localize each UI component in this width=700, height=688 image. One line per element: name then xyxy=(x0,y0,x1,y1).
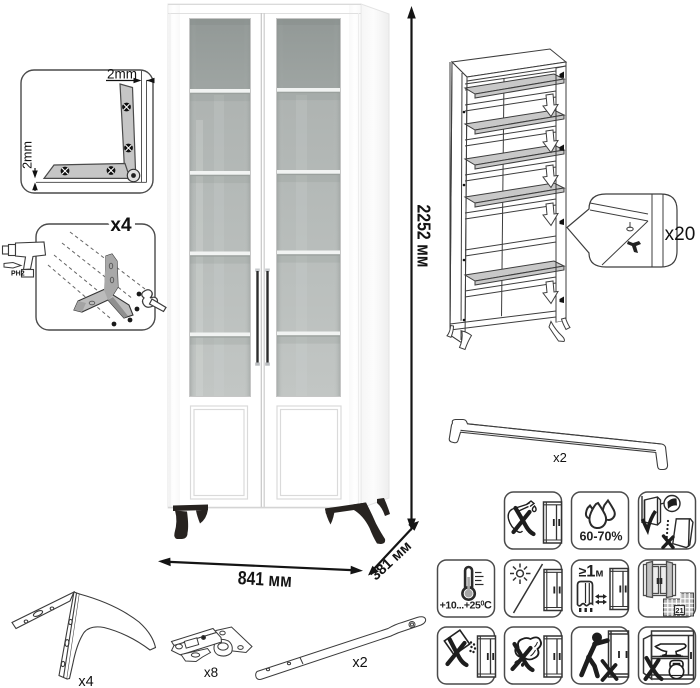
svg-text:x4: x4 xyxy=(110,215,132,236)
svg-text:x8: x8 xyxy=(204,665,218,680)
svg-text:381 мм: 381 мм xyxy=(368,538,415,584)
svg-text:2252 мм: 2252 мм xyxy=(414,205,435,268)
svg-text:21: 21 xyxy=(675,606,683,615)
svg-text:x20: x20 xyxy=(665,224,696,245)
svg-text:PH2: PH2 xyxy=(11,271,25,278)
svg-text:+10...+250C: +10...+250C xyxy=(440,600,492,612)
svg-text:≥1м: ≥1м xyxy=(579,563,604,581)
svg-text:60-70%: 60-70% xyxy=(579,530,622,544)
svg-text:2mm: 2mm xyxy=(21,141,35,169)
svg-text:x2: x2 xyxy=(352,655,367,671)
svg-text:2mm: 2mm xyxy=(107,67,137,82)
svg-text:x2: x2 xyxy=(553,450,567,465)
svg-text:x4: x4 xyxy=(78,674,93,688)
svg-text:841 мм: 841 мм xyxy=(237,568,292,592)
